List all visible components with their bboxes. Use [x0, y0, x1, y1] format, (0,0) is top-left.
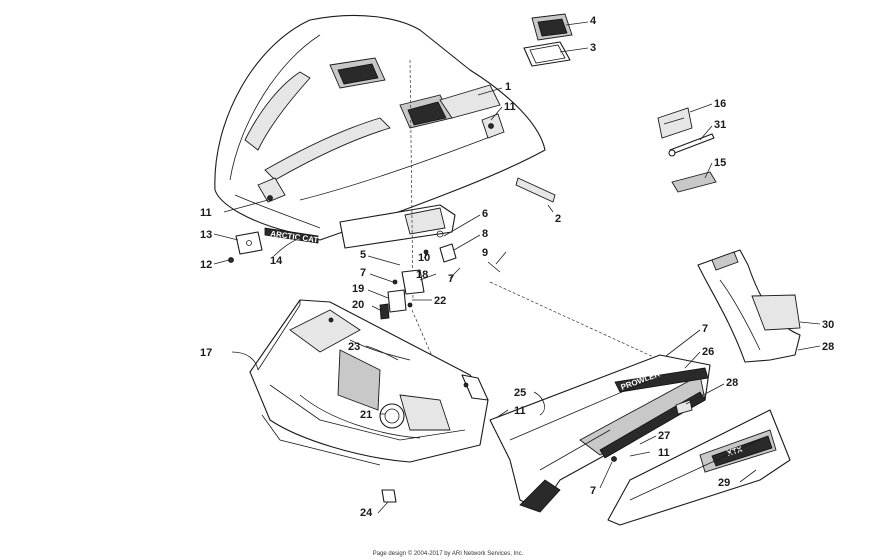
bolt-9[interactable] — [487, 261, 501, 273]
vent-cover[interactable] — [531, 13, 573, 41]
callout-22: 22 — [434, 295, 446, 307]
callout-20: 20 — [352, 299, 364, 311]
callout-8: 8 — [482, 228, 488, 240]
callout-7-mid: 7 — [448, 273, 454, 285]
side-panel[interactable]: PROWLER — [489, 354, 711, 513]
callout-30: 30 — [822, 319, 834, 331]
callout-10: 10 — [418, 252, 430, 264]
clip-28-lower[interactable] — [675, 399, 693, 415]
callout-31: 31 — [714, 119, 726, 131]
callout-12: 12 — [200, 259, 212, 271]
callout-2: 2 — [555, 213, 561, 225]
storage-box[interactable] — [249, 299, 489, 466]
tool-31[interactable] — [668, 133, 715, 157]
decal-15[interactable] — [671, 171, 717, 193]
callout-28-mid: 28 — [726, 377, 738, 389]
callout-23: 23 — [348, 341, 360, 353]
callout-11-panel: 11 — [658, 447, 670, 459]
bracket-13[interactable] — [235, 231, 263, 255]
callout-14: 14 — [270, 255, 283, 267]
callout-11-box: 11 — [514, 405, 526, 417]
callout-3: 3 — [590, 42, 596, 54]
lower-panel[interactable]: XTX — [607, 409, 791, 526]
bracket-6[interactable] — [436, 230, 444, 238]
callout-11-left: 11 — [200, 207, 212, 219]
callout-1: 1 — [505, 81, 511, 93]
callout-24: 24 — [360, 507, 373, 519]
strip-2[interactable] — [515, 177, 556, 203]
callout-17: 17 — [200, 347, 212, 359]
callout-7-right: 7 — [702, 323, 708, 335]
callout-5: 5 — [360, 249, 366, 261]
callout-7-lower: 7 — [590, 485, 596, 497]
bracket-18[interactable] — [401, 269, 425, 295]
fastener-11-left[interactable] — [267, 195, 273, 201]
cup-holder-21[interactable] — [379, 403, 405, 429]
screw-7[interactable] — [392, 279, 398, 285]
callout-29: 29 — [718, 477, 730, 489]
callout-6: 6 — [482, 208, 488, 220]
fastener-11-right[interactable] — [488, 123, 494, 129]
callout-11-top: 11 — [504, 101, 516, 113]
decal-16[interactable] — [657, 107, 693, 139]
callout-19: 19 — [352, 283, 364, 295]
callout-26: 26 — [702, 346, 714, 358]
callout-27: 27 — [658, 430, 670, 442]
callout-7-upper: 7 — [360, 267, 366, 279]
callout-21: 21 — [360, 409, 372, 421]
callout-9: 9 — [482, 247, 488, 259]
callout-25: 25 — [514, 387, 526, 399]
callout-15: 15 — [714, 157, 726, 169]
callout-18: 18 — [416, 269, 428, 281]
front-fender[interactable] — [697, 249, 801, 363]
clip-8[interactable] — [439, 243, 457, 263]
plug-24[interactable] — [381, 489, 397, 503]
nut-10[interactable] — [423, 249, 429, 255]
bracket-19[interactable] — [387, 289, 407, 313]
callout-28-right: 28 — [822, 341, 834, 353]
screw-22[interactable] — [407, 302, 413, 308]
callout-13: 13 — [200, 229, 212, 241]
copyright-footer: Page design © 2004-2017 by ARI Network S… — [372, 551, 524, 557]
vent-seal[interactable] — [523, 41, 571, 67]
screw-7-lower[interactable] — [611, 456, 617, 462]
screw-12[interactable] — [228, 257, 234, 263]
hood[interactable]: ARCTIC CAT — [214, 15, 546, 249]
clip-20[interactable] — [379, 303, 390, 320]
grommet-23[interactable] — [328, 317, 334, 323]
callout-labels: 4 3 1 11 16 31 15 2 11 13 12 14 6 8 9 10… — [200, 15, 834, 519]
callout-16: 16 — [714, 98, 726, 110]
leader-lines — [213, 21, 821, 514]
callout-4: 4 — [590, 15, 597, 27]
